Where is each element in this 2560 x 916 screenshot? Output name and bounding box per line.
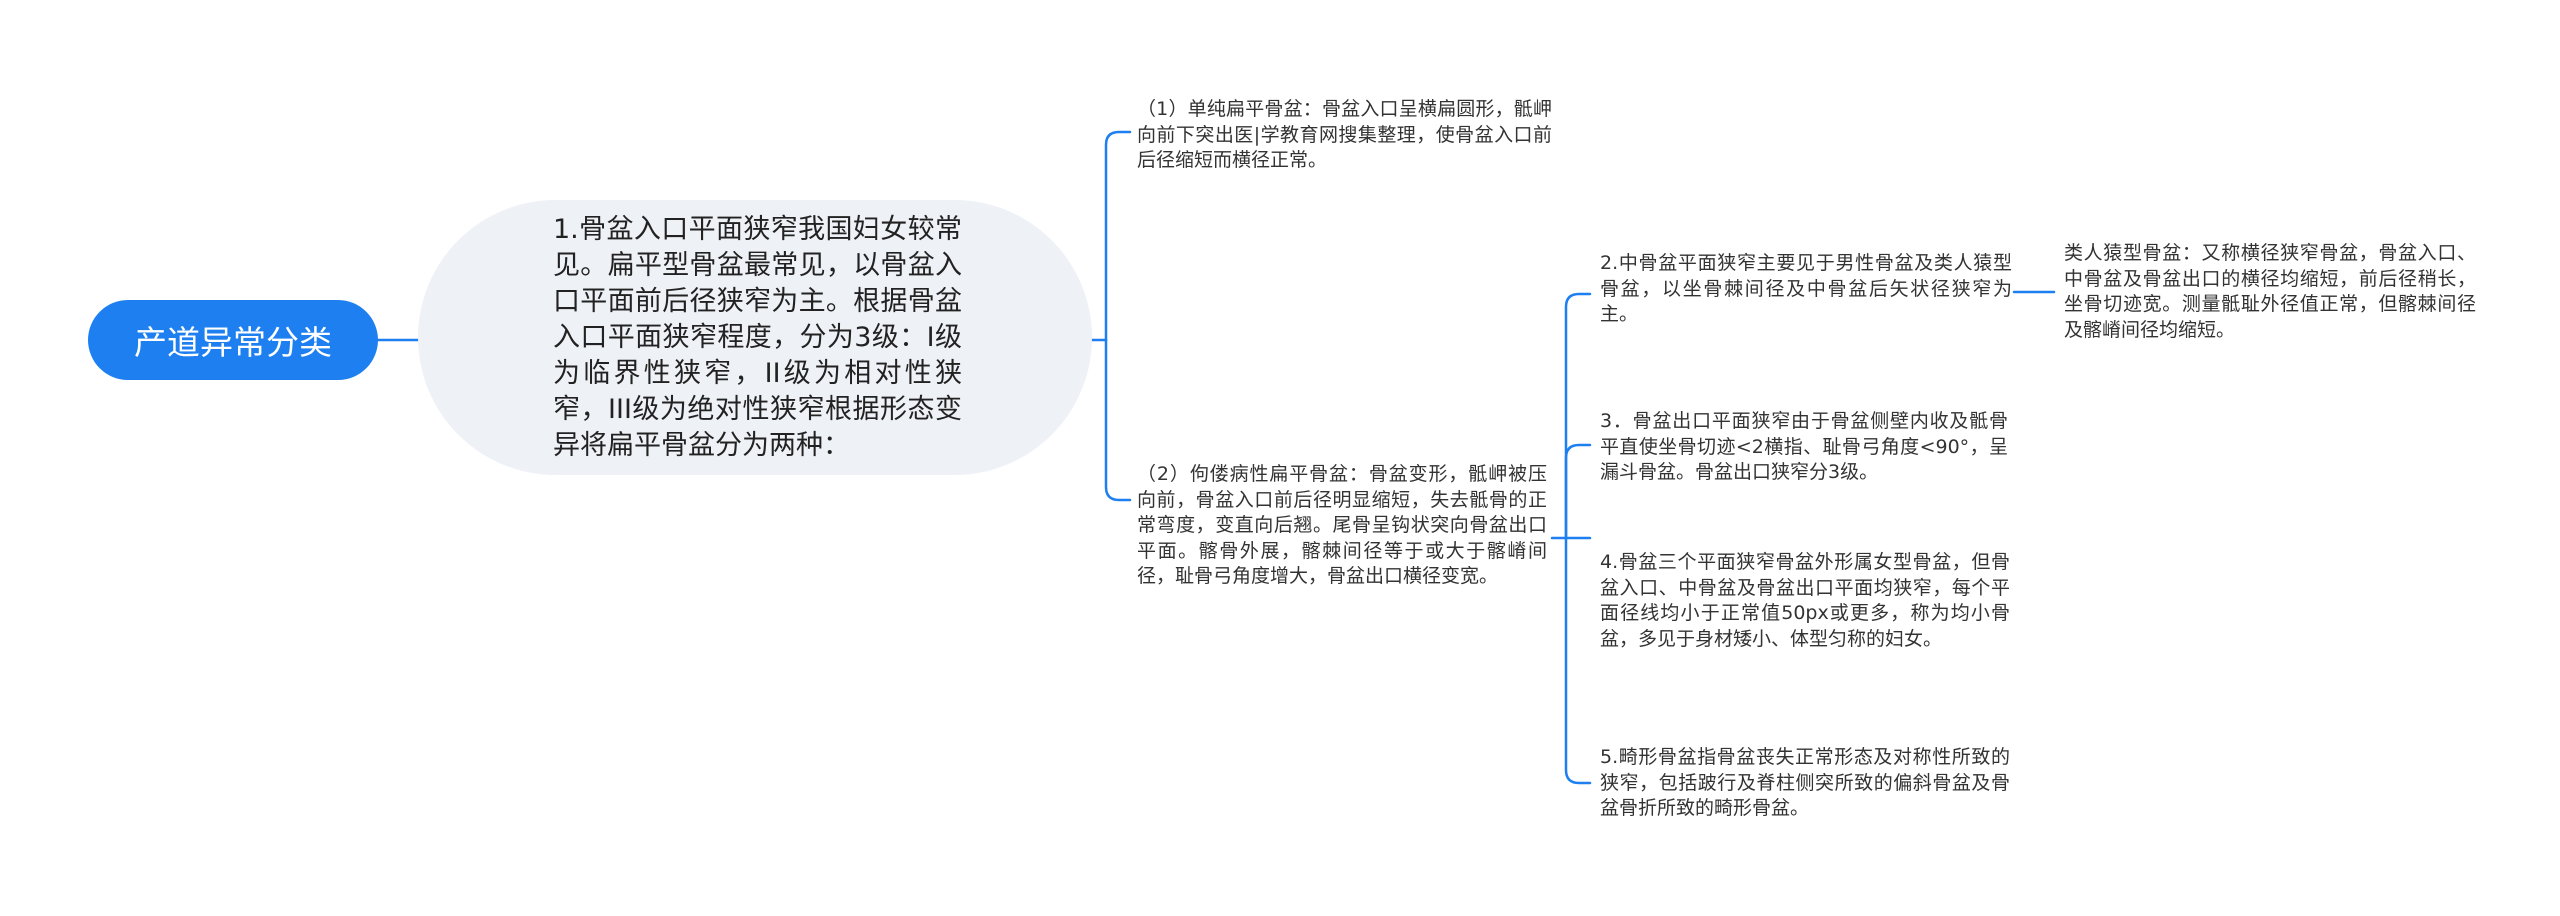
topic-pelvic-inlet-contraction[interactable]: 1.骨盆入口平面狭窄我国妇女较常见。扁平型骨盆最常见，以骨盆入口平面前后径狭窄为… — [418, 200, 1092, 475]
connector-leaf2-leaf3 — [1564, 292, 1592, 540]
topic-deformed-pelvis[interactable]: 5.畸形骨盆指骨盆丧失正常形态及对称性所致的狭窄，包括跛行及脊柱侧突所致的偏斜骨… — [1600, 746, 2010, 819]
topic-generally-contracted-pelvis[interactable]: 4.骨盆三个平面狭窄骨盆外形属女型骨盆，但骨盆入口、中骨盆及骨盆出口平面均狭窄，… — [1600, 551, 2010, 650]
topic-rachitic-flat-pelvis[interactable]: （2）佝偻病性扁平骨盆：骨盆变形，骶岬被压向前，骨盆入口前后径明显缩短，失去骶骨… — [1137, 463, 1547, 587]
topic-outlet-contraction[interactable]: 3．骨盆出口平面狭窄由于骨盆侧壁内收及骶骨平直使坐骨切迹<2横指、耻骨弓角度<9… — [1600, 410, 2008, 483]
topic-simple-flat-pelvis[interactable]: （1）单纯扁平骨盆：骨盆入口呈横扁圆形，骶岬向前下突出医|学教育网搜集整理，使骨… — [1137, 98, 1552, 171]
topic-anthropoid-pelvis[interactable]: 类人猿型骨盆：又称横径狭窄骨盆，骨盆入口、中骨盆及骨盆出口的横径均缩短，前后径稍… — [2064, 242, 2476, 341]
topic-pelvic-inlet-label: 1.骨盆入口平面狭窄我国妇女较常见。扁平型骨盆最常见，以骨盆入口平面前后径狭窄为… — [553, 213, 962, 461]
root-topic[interactable]: 产道异常分类 — [88, 300, 378, 380]
connector-main-leaf-2 — [1104, 338, 1132, 502]
root-topic-label: 产道异常分类 — [134, 323, 332, 362]
connector-leaf2-leaf6 — [1564, 536, 1592, 785]
connector-leaf2-leaf4 — [1564, 443, 1592, 540]
topic-midplane-contraction[interactable]: 2.中骨盆平面狭窄主要见于男性骨盆及类人猿型骨盆，以坐骨棘间径及中骨盆后矢状径狭… — [1600, 252, 2012, 325]
connector-main-leaf-1 — [1104, 130, 1132, 342]
